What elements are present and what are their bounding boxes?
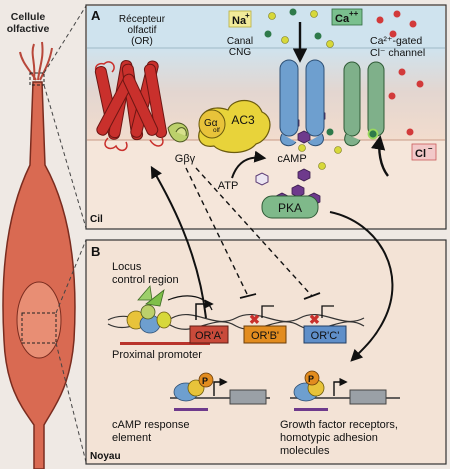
chloride-efflux-arrow (371, 135, 389, 177)
receptor-label-line1: Récepteur (119, 14, 166, 25)
camp-label: cAMP (277, 153, 306, 165)
connector-a-bottom (43, 84, 87, 229)
ac3-complex (198, 99, 271, 154)
proximal-promoter-bar (120, 342, 210, 345)
cre-tss-2 (333, 377, 348, 396)
receptor-label-line2: olfactif (128, 25, 157, 36)
cre-tss-1 (213, 377, 228, 396)
neuron-body (2, 81, 76, 470)
atp-to-camp-arrow (231, 150, 267, 179)
ac3-label: AC3 (231, 113, 255, 127)
inhibit-line-c (195, 167, 313, 297)
proximal-promoter-label: Proximal promoter (112, 349, 202, 361)
panel-b-letter: B (91, 244, 100, 259)
cl-label-box (411, 143, 437, 161)
cilium-2 (37, 41, 44, 81)
ion-inside-3 (334, 146, 342, 154)
or-a-box (189, 325, 229, 344)
galpha-label: Gα (204, 118, 218, 129)
gf-label-line2: homotypic adhesion (280, 432, 378, 444)
or-c-box (303, 325, 347, 344)
or-c-block-icon: ✖ (309, 312, 320, 327)
panel-b: B Noyau Locus control region Proximal pr… (85, 239, 447, 465)
ion-inside-4 (318, 162, 326, 170)
cng-channel (279, 59, 325, 147)
cl-label: Cl (415, 148, 426, 160)
phospho-1 (198, 372, 214, 388)
p-label-2: P (308, 374, 314, 384)
or-a-label: OR'A' (195, 330, 223, 342)
na-label: Na (232, 15, 247, 27)
cilia-zoom-box (29, 72, 45, 86)
or-b-block-icon: ✖ (249, 312, 260, 327)
or-c-tss (321, 305, 334, 318)
target-gene-2 (349, 389, 387, 405)
receptor-label-line3: (OR) (131, 36, 153, 47)
na-label-box (228, 10, 252, 28)
gbg-label: Gβγ (175, 153, 196, 165)
or-b-box (243, 325, 287, 344)
atp-label: ATP (218, 180, 239, 192)
inhibit-bar-b (239, 293, 257, 299)
pka-label: PKA (278, 201, 302, 215)
cre-label-line1: cAMP response (112, 419, 189, 431)
cagated-line1: Ca²⁺-gated (370, 35, 422, 47)
ca-charge: ++ (349, 9, 359, 18)
nucleus-zoom-box (21, 312, 57, 344)
connector-b-top (55, 239, 87, 314)
cng-label-line1: Canal (227, 36, 253, 47)
galpha-subscript: olf (213, 127, 220, 134)
g-beta-gamma (167, 122, 189, 143)
cilium-4 (19, 51, 37, 81)
cre-bar-2 (294, 408, 328, 411)
target-gene-1 (229, 389, 267, 405)
inhibit-bar-c (303, 292, 321, 300)
ca-label: Ca (335, 13, 350, 25)
connector-a-top (43, 5, 87, 74)
cagated-line2: Cl⁻ channel (370, 47, 425, 59)
cil-label: Cil (90, 214, 103, 225)
cre-bar-1 (174, 408, 208, 411)
panel-a-letter: A (91, 8, 101, 23)
inhibit-line-b (185, 167, 249, 297)
cre-label-line2: element (112, 432, 151, 444)
or-b-label: OR'B' (251, 330, 279, 342)
panel-a: A Cil Récepteur olfactif (OR) (85, 4, 447, 230)
noyau-label: Noyau (90, 451, 121, 462)
or-b-tss (261, 305, 274, 318)
p-label-1: P (202, 376, 208, 386)
pka-box (261, 195, 319, 219)
extracellular-ions (264, 8, 334, 48)
phospho-2 (304, 370, 320, 386)
lcr-label-line1: Locus (112, 261, 142, 273)
pka-to-nucleus-arrow (329, 211, 394, 362)
ion-inside-1 (298, 144, 306, 152)
gf-label-line1: Growth factor receptors, (280, 419, 398, 431)
ca-label-box (331, 8, 363, 26)
cng-label-line2: CNG (229, 47, 251, 58)
extracellular-space (87, 6, 445, 48)
olfactory-cell: Cellule olfactive (2, 5, 87, 470)
cilium-3 (39, 47, 53, 81)
cell-label-line1: Cellule (11, 11, 46, 23)
bound-calcium (367, 128, 379, 140)
ion-inside-2 (326, 128, 334, 136)
cell-label-line2: olfactive (7, 23, 50, 35)
or-c-label: OR'C' (311, 330, 340, 342)
atp-molecule (255, 172, 269, 186)
lcr-factors (126, 285, 172, 334)
lcr-label-line2: control region (112, 274, 179, 286)
na-charge: + (245, 11, 250, 20)
cl-charge: – (428, 144, 433, 153)
cl-channel (343, 61, 385, 147)
or-a-tss-arrow (195, 299, 214, 320)
panel-b-frame (85, 239, 447, 465)
gf-label-line3: molecules (280, 445, 330, 457)
receptor-feedback-arrow (150, 165, 207, 319)
olfactory-receptor (94, 60, 168, 152)
nucleus (16, 281, 62, 359)
